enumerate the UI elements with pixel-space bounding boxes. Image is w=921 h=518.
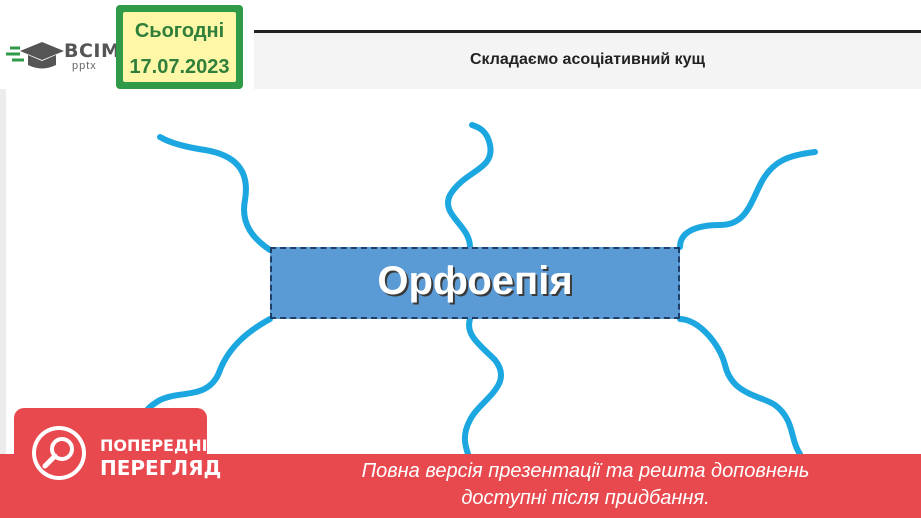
banner-text: Повна версія презентації та решта доповн… xyxy=(250,458,921,512)
slide-title-bar: Складаємо асоціативний кущ xyxy=(254,30,921,89)
graduation-cap-icon xyxy=(6,42,64,69)
left-decor-stripe xyxy=(0,89,6,455)
logo-subtext: pptx xyxy=(72,60,97,72)
branch-bottom-right xyxy=(677,316,803,457)
date-badge: Сьогодні 17.07.2023 xyxy=(116,5,243,89)
preview-badge[interactable]: ПОПЕРЕДНІЙ ПЕРЕГЛЯД xyxy=(14,408,221,518)
banner-line-2: доступні після придбання. xyxy=(461,487,710,509)
magnifier-icon xyxy=(32,426,86,480)
branch-bottom-center xyxy=(461,316,505,457)
preview-label-line1: ПОПЕРЕДНІЙ xyxy=(100,436,221,455)
date-value: 17.07.2023 xyxy=(129,56,230,78)
branch-bottom-left xyxy=(142,316,273,417)
date-badge-inner: Сьогодні 17.07.2023 xyxy=(123,12,236,82)
branch-top-center xyxy=(445,122,494,250)
banner-line-1: Повна версія презентації та решта доповн… xyxy=(361,460,810,482)
center-concept-box: Орфоепія xyxy=(270,247,680,319)
logo-text: ВСІМ xyxy=(64,40,121,62)
date-label: Сьогодні xyxy=(134,20,225,42)
center-concept-text: Орфоепія xyxy=(377,259,573,303)
slide-title: Складаємо асоціативний кущ xyxy=(470,51,705,68)
site-logo: ВСІМ pptx xyxy=(6,34,120,78)
branch-top-left xyxy=(157,134,273,253)
branch-top-right xyxy=(677,149,818,250)
preview-label-line2: ПЕРЕГЛЯД xyxy=(100,456,222,480)
